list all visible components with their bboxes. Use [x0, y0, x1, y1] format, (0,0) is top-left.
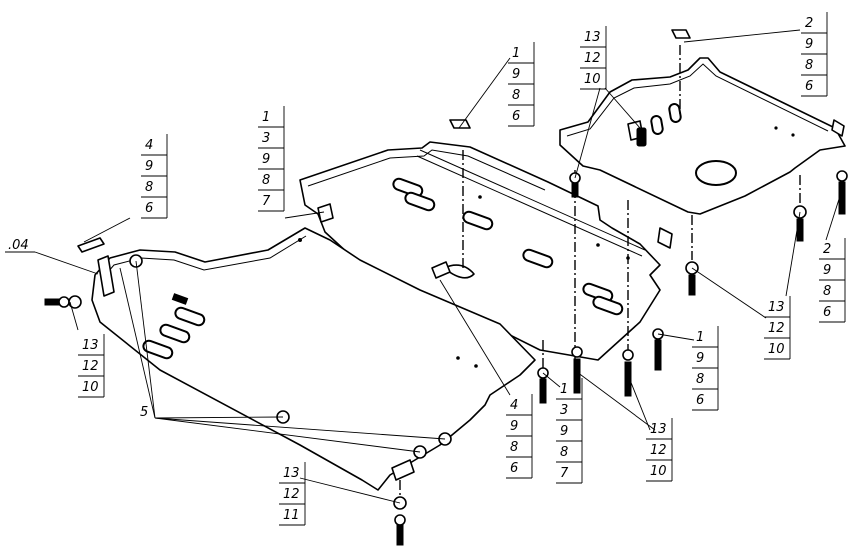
callout-number: 4	[510, 398, 518, 413]
callout-number: 6	[805, 79, 813, 94]
callout-number: 6	[696, 393, 704, 408]
callout-number: 3	[262, 131, 270, 146]
callout-number: 4	[145, 138, 153, 153]
callout-number: 8	[696, 372, 704, 387]
callout-number: 12	[283, 487, 300, 502]
callout-5: 5	[140, 405, 148, 420]
callout-stack-left-mid: 1 3 9 8 7	[258, 106, 285, 212]
callout-number: 8	[823, 284, 831, 299]
callout-stack-bottom-center: 1 3 9 8 7	[556, 378, 583, 484]
callout-number: 9	[145, 159, 153, 174]
callout-number: 8	[145, 180, 153, 195]
callout-number: 13	[82, 338, 99, 353]
left-skid-plate	[77, 227, 536, 491]
callout-number: 13	[768, 300, 785, 315]
callout-number: 1	[696, 330, 704, 345]
callout-number: 2	[805, 16, 813, 31]
fasteners	[44, 127, 848, 546]
bolt	[393, 496, 407, 546]
callout-number: 1	[512, 46, 520, 61]
callout-number: 12	[584, 51, 601, 66]
callout-number: 12	[650, 443, 667, 458]
callout-stack-bottom-right: 13 12 10	[646, 418, 673, 482]
callout-number: 6	[145, 201, 153, 216]
callout-stack-left-bolt: 13 12 10	[78, 334, 105, 398]
callout-number: 1	[262, 110, 270, 125]
callout-number: 6	[510, 461, 518, 476]
callout-stack-right-low: 13 12 10	[764, 296, 791, 360]
callout-stack-right-side: 2 9 8 6	[819, 238, 846, 323]
callout-number: 8	[560, 445, 568, 460]
callout-number: 8	[805, 58, 813, 73]
callout-number: 10	[768, 342, 785, 357]
callout-number: 2	[823, 242, 831, 257]
callout-number: 9	[805, 37, 813, 52]
bolt	[44, 295, 82, 309]
callout-number: 9	[823, 263, 831, 278]
callout-number: 8	[512, 88, 520, 103]
callout-number: 13	[584, 30, 601, 45]
callout-number: 10	[82, 380, 99, 395]
callout-number: 9	[262, 152, 270, 167]
bolt	[685, 261, 699, 296]
callout-number: 6	[512, 109, 520, 124]
callout-number: 8	[510, 440, 518, 455]
callout-number: 13	[283, 466, 300, 481]
right-skid-plate	[559, 57, 846, 215]
leader-lines	[5, 29, 841, 504]
callout-number: 11	[283, 508, 300, 523]
callout-number: 10	[650, 464, 667, 479]
callout-number: 1	[560, 382, 568, 397]
callout-number: 9	[560, 424, 568, 439]
bolt	[652, 328, 664, 371]
callout-number: 7	[560, 466, 569, 481]
callout-number: 10	[584, 72, 601, 87]
callout-number: 6	[823, 305, 831, 320]
callout-number: 7	[262, 194, 271, 209]
callout-number: 8	[262, 173, 270, 188]
callout-stack-bottom: 13 12 11	[279, 462, 306, 526]
callout-stack-bottom-center-left: 4 9 8 6	[506, 394, 533, 479]
mount-brackets	[317, 29, 845, 279]
callout-number: 9	[512, 67, 520, 82]
callout-stack-top-right: 2 9 8 6	[801, 12, 828, 97]
callout-stack-tr-fastener: 13 12 10	[580, 26, 607, 90]
bolt	[571, 346, 583, 394]
callout-number: 9	[696, 351, 704, 366]
callout-number: 13	[650, 422, 667, 437]
bolt	[636, 127, 647, 147]
bolt	[836, 170, 848, 215]
callout-number: 12	[82, 359, 99, 374]
callout-stacks: 2986198613121013987498613121029861312101…	[78, 12, 846, 526]
callout-number: 9	[510, 419, 518, 434]
bolt	[622, 349, 634, 397]
bolt	[171, 293, 189, 305]
callout-stack-left: 4 9 8 6	[141, 134, 168, 219]
callout-04: .04	[8, 238, 29, 253]
callout-number: 12	[768, 321, 785, 336]
callout-number: 3	[560, 403, 568, 418]
